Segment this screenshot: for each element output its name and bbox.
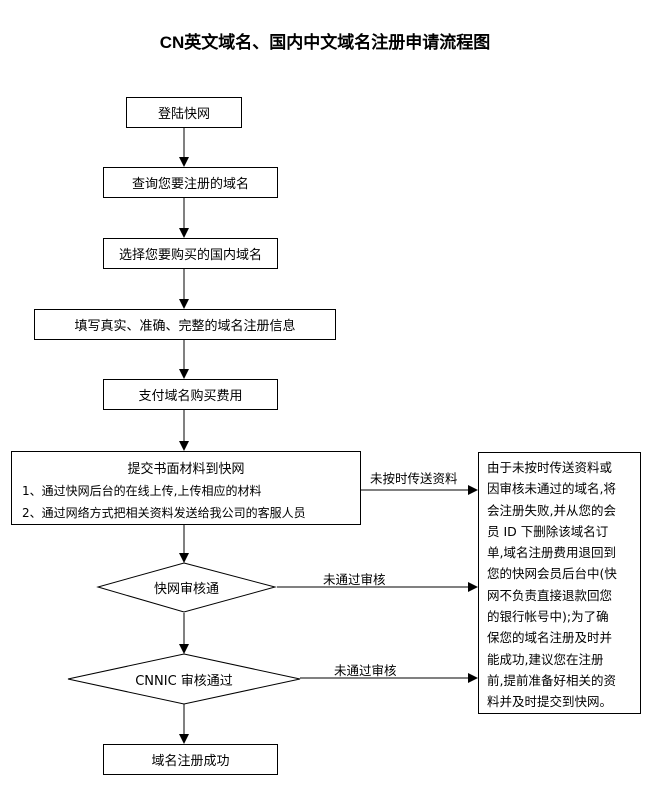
failure-note: 由于未按时传送资料或 因审核未通过的域名,将 会注册失败,并从您的会 员 ID …	[478, 452, 641, 714]
note-line: 保您的域名注册及时并	[487, 630, 613, 646]
edge-label-not-approved-1: 未通过审核	[323, 572, 386, 587]
note-line: 网不负责直接退款回您	[487, 587, 613, 603]
step-label: 登陆快网	[157, 107, 210, 122]
submit-method-2: 2、通过网络方式把相关资料发送给我公司的客服人员	[22, 506, 306, 520]
step-select-domain: 选择您要购买的国内域名	[103, 238, 278, 269]
note-line: 会注册失败,并从您的会	[487, 502, 616, 518]
step-label: 域名注册成功	[151, 754, 230, 769]
decision-diamond-2	[67, 653, 301, 705]
note-line: 前,提前准备好相关的资	[487, 672, 616, 688]
step-label: 支付域名购买费用	[138, 389, 243, 404]
edge-label-not-sent: 未按时传送资料	[370, 471, 458, 486]
note-line: 员 ID 下删除该域名订	[487, 523, 609, 539]
step-login: 登陆快网	[126, 97, 242, 128]
step-label: 选择您要购买的国内域名	[118, 248, 262, 263]
step-query-domain: 查询您要注册的域名	[103, 167, 278, 198]
step-pay: 支付域名购买费用	[103, 379, 278, 410]
note-line: 您的快网会员后台中(快	[487, 566, 617, 582]
decision-label-2: CNNIC 审核通过	[135, 674, 233, 689]
step-label: 填写真实、准确、完整的域名注册信息	[74, 319, 296, 334]
submit-heading: 提交书面材料到快网	[127, 462, 245, 477]
step-label: 查询您要注册的域名	[131, 177, 249, 192]
note-line: 料并及时提交到快网。	[487, 694, 613, 710]
note-line: 由于未按时传送资料或	[487, 460, 613, 475]
decision-label-1: 快网审核通	[153, 582, 219, 597]
note-line: 能成功,建议您在注册	[487, 651, 604, 667]
step-success: 域名注册成功	[103, 744, 278, 775]
step-fill-info: 填写真实、准确、完整的域名注册信息	[34, 309, 336, 340]
step-submit-materials: 提交书面材料到快网 1、通过快网后台的在线上传,上传相应的材料 2、通过网络方式…	[11, 451, 361, 525]
note-line: 单,域名注册费用退回到	[487, 545, 616, 561]
edge-label-not-approved-2: 未通过审核	[334, 663, 397, 678]
decision-diamond-1	[96, 562, 277, 613]
note-line: 因审核未通过的域名,将	[487, 481, 616, 497]
diagram-title: CN英文域名、国内中文域名注册申请流程图	[159, 33, 491, 52]
submit-method-1: 1、通过快网后台的在线上传,上传相应的材料	[22, 484, 262, 498]
note-line: 的银行帐号中);为了确	[487, 609, 609, 625]
